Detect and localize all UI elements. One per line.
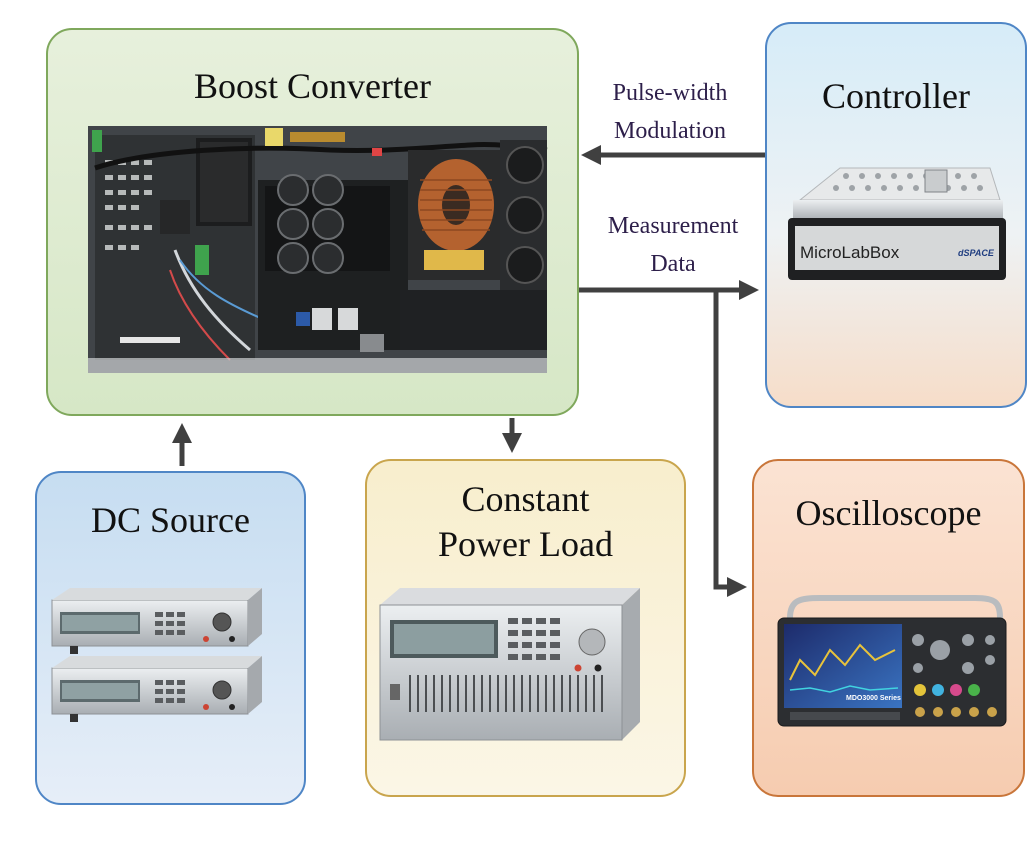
measurement-label-line2: Data — [650, 251, 696, 277]
boost-converter-title: Boost Converter — [194, 66, 431, 106]
measurement-label-line1: Measurement — [607, 213, 739, 239]
pwm-label-line1: Pulse-width — [612, 80, 728, 106]
oscilloscope-arrow — [713, 290, 748, 597]
microlabbox-device: MicroLabBox dSPACE — [788, 167, 1006, 280]
dc-source-unit-top — [51, 588, 262, 654]
dc-source-title: DC Source — [91, 500, 250, 540]
oscilloscope-series-text: MDO3000 Series — [846, 695, 901, 702]
oscilloscope-device: MDO3000 Series — [777, 595, 1007, 727]
cpl-title-line1: Constant — [461, 479, 590, 519]
inductor-toroid — [408, 150, 500, 280]
controller-title: Controller — [822, 76, 970, 116]
microlabbox-brand-text: MicroLabBox — [800, 243, 900, 262]
oscilloscope-title: Oscilloscope — [795, 493, 982, 533]
pwm-label-line2: Modulation — [614, 118, 726, 144]
boost-converter-photo — [88, 126, 548, 373]
dc-source-units — [51, 588, 262, 722]
dspace-logo-text: dSPACE — [958, 248, 995, 258]
dc-source-unit-bottom — [51, 656, 262, 722]
diagram-arrows — [172, 145, 765, 597]
electronic-load-device — [379, 588, 640, 741]
cpl-title-line2: Power Load — [438, 524, 613, 564]
